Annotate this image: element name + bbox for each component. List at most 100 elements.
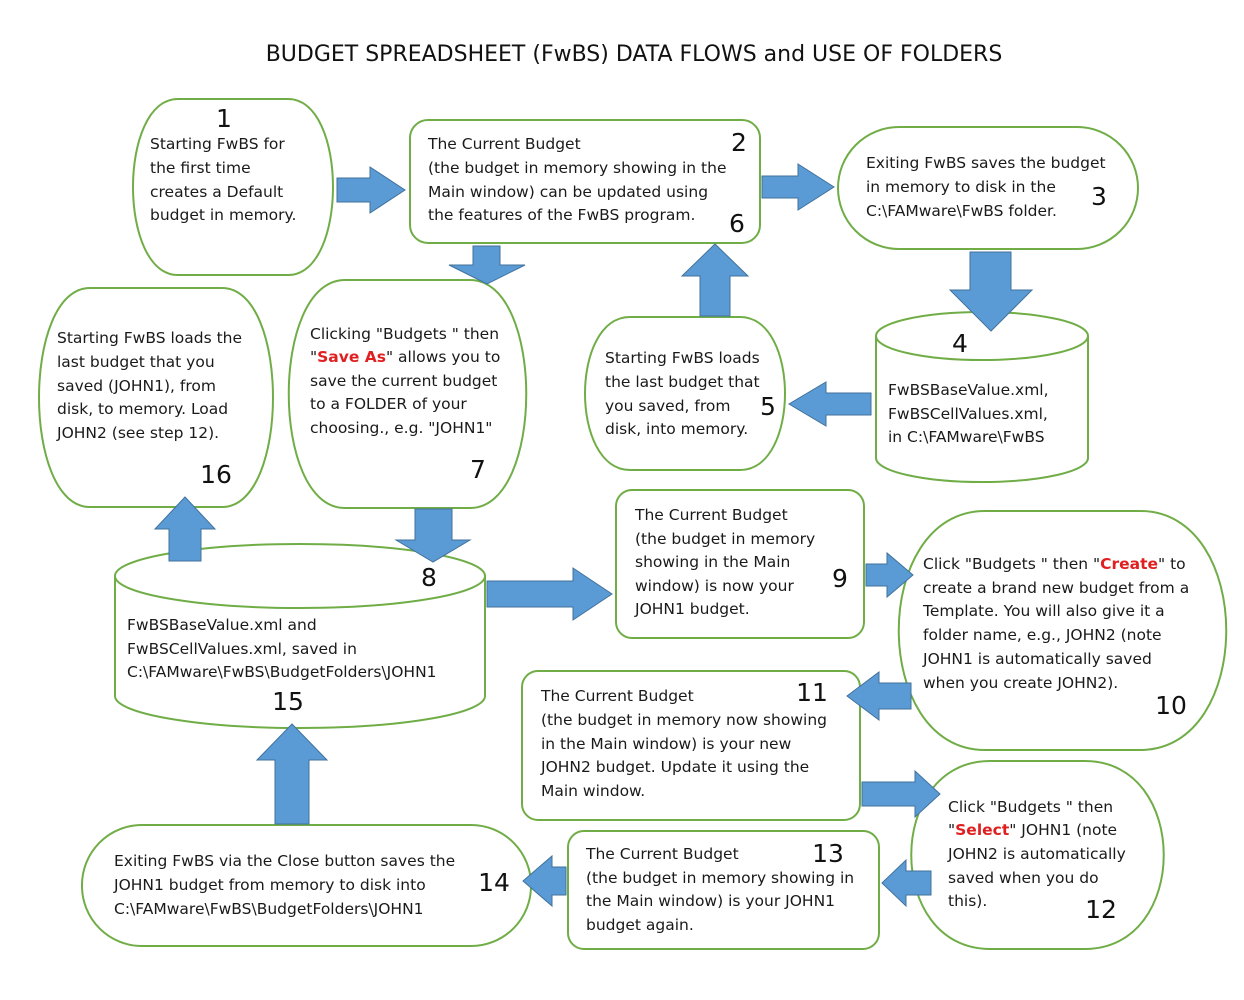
step11-line2: (the budget in memory now showing [541, 711, 827, 729]
step12-line2-a: " [948, 821, 955, 839]
step15-cylinder [114, 543, 486, 729]
step10-line4: folder name, e.g., JOHN2 (note [923, 626, 1162, 644]
step7-number: 7 [470, 455, 486, 484]
step16-shape [38, 287, 274, 508]
arrow-14-to-15 [255, 723, 329, 825]
step16-line3: saved (JOHN1), from [57, 377, 216, 395]
arrow-3-to-4 [948, 251, 1034, 332]
step10: Click "Budgets " then "Create" to create… [922, 555, 1189, 720]
arrow-1-to-2 [336, 166, 406, 214]
step9-line5: JOHN1 budget. [634, 600, 750, 618]
step3: Exiting FwBS saves the budget in memory … [866, 154, 1107, 220]
step9-line1: The Current Budget [634, 506, 788, 524]
step9-line3: showing in the Main [635, 553, 790, 571]
select-label: Select [955, 821, 1010, 839]
step7-line4: to a FOLDER of your [310, 395, 467, 413]
step14: Exiting FwBS via the Close button saves … [113, 852, 510, 918]
step10-line1-a: Click "Budgets " then " [923, 555, 1100, 573]
step3-line2: in memory to disk in the [866, 178, 1056, 196]
step4-line3: in C:\FAMware\FwBS [888, 428, 1045, 446]
step1-line1: Starting FwBS for [150, 135, 285, 153]
step7-line2-rest: " allows you to [386, 348, 500, 366]
step6-number: 6 [729, 209, 745, 238]
arrow-5-to-6 [680, 243, 750, 317]
arrow-12-to-13 [881, 858, 932, 908]
diagram-title: BUDGET SPREADSHEET (FwBS) DATA FLOWS and… [266, 42, 1003, 67]
step4-number: 4 [952, 329, 968, 358]
step5: Starting FwBS loads the last budget that… [605, 349, 776, 438]
step7-quote-open: " [310, 348, 317, 366]
step9-line2: (the budget in memory [635, 530, 815, 548]
step13-number: 13 [812, 839, 844, 868]
step12: Click "Budgets " then "Select" JOHN1 (no… [947, 798, 1126, 924]
step5-shape [584, 316, 786, 471]
step11-line4: JOHN2 budget. Update it using the [540, 758, 809, 776]
step7-line2: "Save As" allows you to [310, 348, 500, 366]
step5-line4: disk, into memory. [605, 420, 748, 438]
step13-line1: The Current Budget [585, 845, 739, 863]
step4: 4 FwBSBaseValue.xml, FwBSCellValues.xml,… [888, 329, 1049, 446]
step11-line5: Main window. [541, 782, 645, 800]
step2-line4: the features of the FwBS program. [428, 206, 695, 224]
step8-number: 8 [421, 563, 437, 592]
step16: Starting FwBS loads the last budget that… [56, 329, 242, 489]
step4-line2: FwBSCellValues.xml, [888, 405, 1048, 423]
step16-line2: last budget that you [57, 353, 215, 371]
step5-line1: Starting FwBS loads [605, 349, 760, 367]
step11-line1: The Current Budget [540, 687, 694, 705]
step15-line2: FwBSCellValues.xml, saved in [127, 640, 357, 658]
step12-line2: "Select" JOHN1 (note [948, 821, 1117, 839]
step3-shape [837, 126, 1139, 250]
step13-line2: (the budget in memory showing in [586, 869, 854, 887]
arrow-10-to-11 [846, 671, 912, 721]
step2-line3: Main window) can be updated using [428, 183, 708, 201]
step2: 2 6 The Current Budget (the budget in me… [427, 128, 747, 238]
create-label: Create [1100, 555, 1158, 573]
step2-number: 2 [731, 128, 747, 157]
step15: 8 FwBSBaseValue.xml and FwBSCellValues.x… [127, 563, 437, 716]
step1-line4: budget in memory. [150, 206, 296, 224]
arrow-2-to-3 [761, 163, 835, 211]
step10-line6: when you create JOHN2). [923, 674, 1118, 692]
step11-shape [521, 670, 861, 821]
step5-line2: the last budget that [605, 373, 760, 391]
step13-line4: budget again. [586, 916, 694, 934]
step14-number: 14 [478, 868, 510, 897]
step11-number: 11 [796, 678, 828, 707]
arrow-13-to-14 [522, 854, 567, 908]
step14-line3: C:\FAMware\FwBS\BudgetFolders\JOHN1 [114, 900, 424, 918]
arrow-15-to-16 [153, 496, 217, 562]
step11: The Current Budget (the budget in memory… [540, 678, 828, 800]
arrow-4-to-5 [788, 381, 872, 427]
step10-line5: JOHN1 is automatically saved [922, 650, 1152, 668]
step16-number: 16 [200, 460, 232, 489]
step13-line3: the Main window) is your JOHN1 [586, 892, 835, 910]
step9: The Current Budget (the budget in memory… [634, 506, 848, 618]
step2-line1: The Current Budget [427, 135, 581, 153]
step1-number: 1 [216, 104, 232, 133]
step2-shape [409, 119, 761, 244]
step10-line3: Template. You will also give it a [922, 602, 1165, 620]
step11-line3: in the Main window) is your new [541, 735, 792, 753]
step1-line2: the first time [150, 159, 251, 177]
step15-line3: C:\FAMware\FwBS\BudgetFolders\JOHN1 [127, 663, 437, 681]
step12-number: 12 [1085, 895, 1117, 924]
step14-line1: Exiting FwBS via the Close button saves … [114, 852, 455, 870]
step7-line1: Clicking "Budgets " then [310, 325, 499, 343]
step7-shape [287, 279, 528, 509]
step5-number: 5 [760, 392, 776, 421]
step1: 1 Starting FwBS for the first time creat… [150, 104, 296, 224]
step15-number: 15 [272, 687, 304, 716]
step10-number: 10 [1155, 691, 1187, 720]
step7-line3: save the current budget [310, 372, 497, 390]
step3-line1: Exiting FwBS saves the budget [866, 154, 1106, 172]
step7-line5: choosing., e.g. "JOHN1" [310, 419, 492, 437]
step5-line3: you saved, from [605, 397, 730, 415]
arrow-11-to-12 [861, 769, 941, 819]
arrow-15-to-9 [486, 567, 613, 621]
step15-line1: FwBSBaseValue.xml and [127, 616, 317, 634]
save-as-label: Save As [317, 348, 386, 366]
step12-line3: JOHN2 is automatically [947, 845, 1126, 863]
